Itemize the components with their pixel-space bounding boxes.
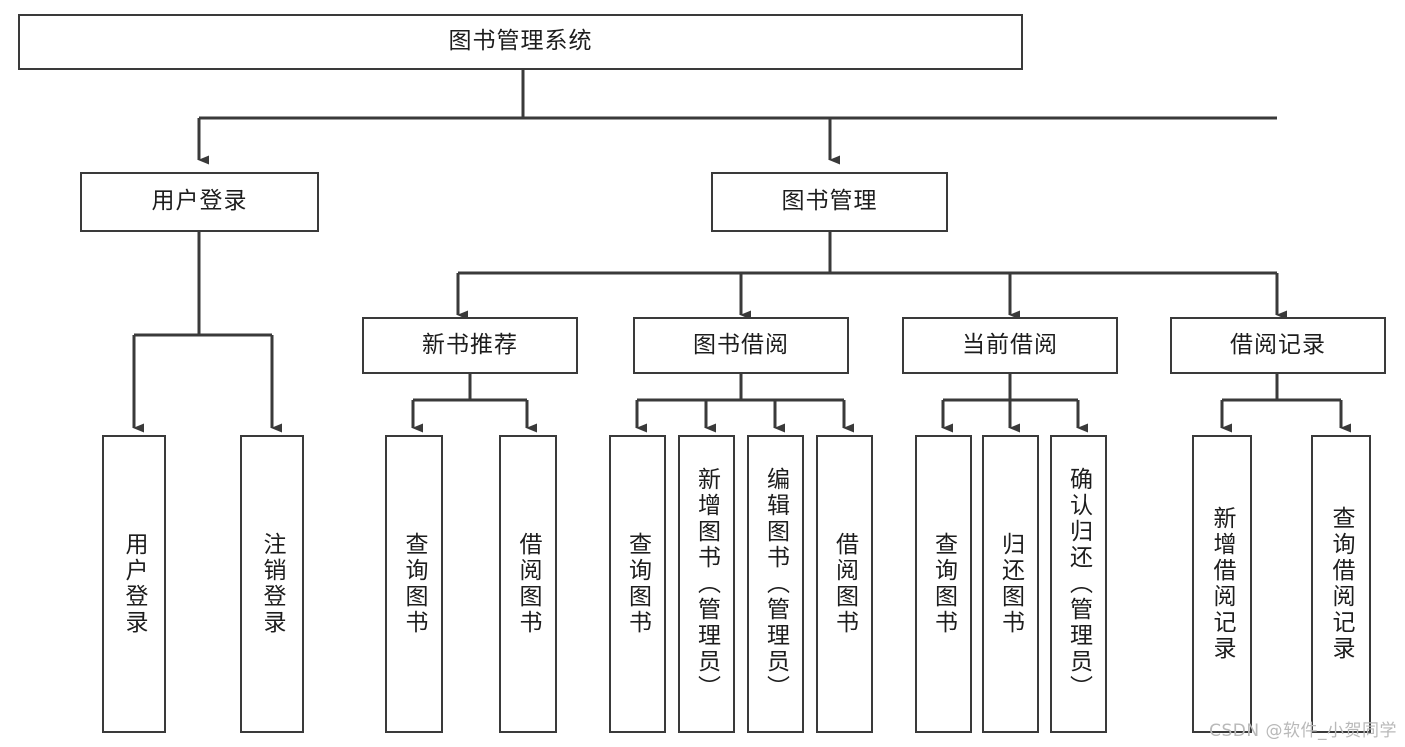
leaf-recommend-borrow-book-label: 借阅图书 [515, 532, 541, 636]
leaf-borrow-query-book-label: 查询图书 [624, 532, 651, 636]
leaf-records-add-record-label: 新增借阅记录 [1209, 506, 1235, 662]
leaf-current-confirm-return-label: 确认归还（管理员） [1065, 467, 1092, 701]
leaf-borrow-query-book[interactable]: 查询图书 [609, 435, 666, 733]
leaf-user-login-signin[interactable]: 用户登录 [102, 435, 166, 733]
node-new-book-recommend[interactable]: 新书推荐 [362, 317, 578, 374]
node-borrow-records[interactable]: 借阅记录 [1170, 317, 1386, 374]
leaf-borrow-borrow-book[interactable]: 借阅图书 [816, 435, 873, 733]
node-user-login-label: 用户登录 [151, 188, 248, 215]
node-root[interactable]: 图书管理系统 [18, 14, 1023, 70]
leaf-borrow-borrow-book-label: 借阅图书 [831, 532, 858, 636]
leaf-user-login-signout-label: 注销登录 [259, 532, 285, 636]
leaf-records-query-record[interactable]: 查询借阅记录 [1311, 435, 1371, 733]
node-book-management[interactable]: 图书管理 [711, 172, 948, 232]
leaf-borrow-add-book[interactable]: 新增图书（管理员） [678, 435, 735, 733]
node-user-login[interactable]: 用户登录 [80, 172, 319, 232]
leaf-current-confirm-return[interactable]: 确认归还（管理员） [1050, 435, 1107, 733]
leaf-records-add-record[interactable]: 新增借阅记录 [1192, 435, 1252, 733]
leaf-current-return-book-label: 归还图书 [997, 532, 1024, 636]
leaf-user-login-signin-label: 用户登录 [121, 532, 147, 636]
leaf-borrow-edit-book-label: 编辑图书（管理员） [762, 467, 789, 701]
node-current-borrow-label: 当前借阅 [962, 331, 1058, 358]
leaf-records-query-record-label: 查询借阅记录 [1328, 506, 1354, 662]
leaf-borrow-add-book-label: 新增图书（管理员） [693, 467, 720, 701]
leaf-user-login-signout[interactable]: 注销登录 [240, 435, 304, 733]
leaf-recommend-borrow-book[interactable]: 借阅图书 [499, 435, 557, 733]
node-book-borrow[interactable]: 图书借阅 [633, 317, 849, 374]
node-borrow-records-label: 借阅记录 [1230, 331, 1326, 358]
node-new-book-recommend-label: 新书推荐 [422, 331, 518, 358]
leaf-current-query-book-label: 查询图书 [930, 532, 957, 636]
watermark: CSDN @软件_小贺同学 [1209, 721, 1397, 741]
leaf-recommend-query-book-label: 查询图书 [401, 532, 427, 636]
leaf-recommend-query-book[interactable]: 查询图书 [385, 435, 443, 733]
node-book-borrow-label: 图书借阅 [693, 331, 789, 358]
leaf-current-return-book[interactable]: 归还图书 [982, 435, 1039, 733]
node-root-label: 图书管理系统 [448, 28, 593, 55]
node-book-management-label: 图书管理 [781, 188, 878, 215]
leaf-current-query-book[interactable]: 查询图书 [915, 435, 972, 733]
leaf-borrow-edit-book[interactable]: 编辑图书（管理员） [747, 435, 804, 733]
node-current-borrow[interactable]: 当前借阅 [902, 317, 1118, 374]
